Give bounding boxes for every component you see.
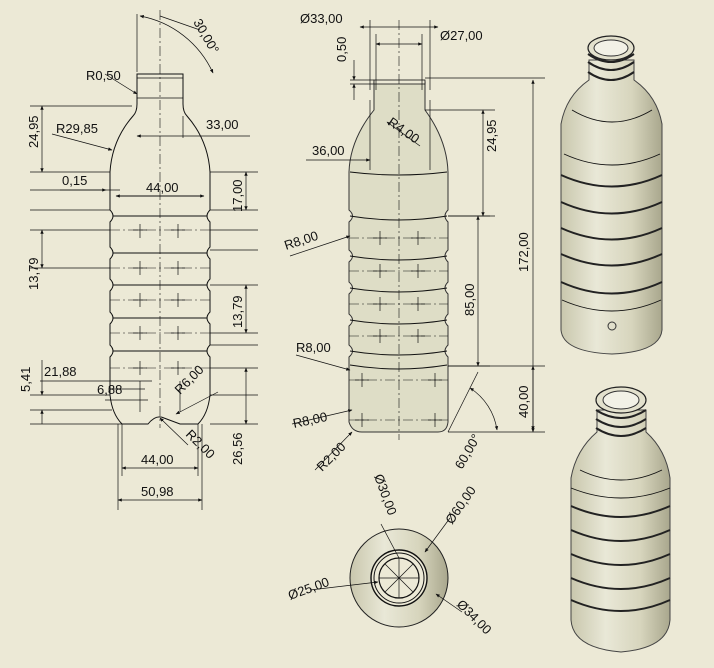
dim-r-lip: R0,50 <box>86 68 121 83</box>
dim-d-thread: Ø27,00 <box>440 28 483 43</box>
dim-h-base: 5,41 <box>18 367 33 392</box>
dim-w-shoulder: 36,00 <box>312 143 345 158</box>
dim-d-neck: Ø25,00 <box>286 574 331 603</box>
dim-w-neck: 33,00 <box>206 117 239 132</box>
dim-w-body: 44,00 <box>146 180 179 195</box>
dim-h-rib-right: 13,79 <box>230 295 245 328</box>
dim-r-base: R2,00 <box>183 427 218 462</box>
dim-d-mid: Ø34,00 <box>454 597 495 638</box>
dim-r-shoulder: R29,85 <box>56 121 98 136</box>
dim-w-base: 44,00 <box>141 452 174 467</box>
dim-r-rib-2: R8,00 <box>296 340 331 355</box>
dim-d-inner: Ø30,00 <box>371 472 400 517</box>
dim-lip-thk: 0,50 <box>334 37 349 62</box>
front-bottle-outline <box>109 73 211 425</box>
dim-r-rib-1: R8,00 <box>282 228 320 253</box>
dim-gap: 0,15 <box>62 173 87 188</box>
dim-h-ribs: 85,00 <box>462 283 477 316</box>
dim-r-foot: R6,00 <box>172 362 207 397</box>
bottom-view: Ø30,00 Ø60,00 Ø25,00 Ø34,00 <box>286 472 495 637</box>
dim-d-cap: Ø33,00 <box>300 11 343 26</box>
section-bottle-body <box>348 81 449 433</box>
section-view: Ø33,00 0,50 Ø27,00 R4,00 36,00 24,95 172… <box>282 11 545 474</box>
dim-h-bottom: 26,56 <box>230 432 245 465</box>
dim-w-total: 50,98 <box>141 484 174 499</box>
dim-w-foot: 21,88 <box>44 364 77 379</box>
dim-r-bottom-2: R2,00 <box>314 439 349 474</box>
iso-bottle-render-bottom <box>570 386 671 653</box>
iso-bottle-render-top <box>560 35 663 355</box>
dim-h-rib-left: 13,79 <box>26 257 41 290</box>
dim-h-shoulder: 24,95 <box>26 115 41 148</box>
dim-h-shoulder-sec: 24,95 <box>484 119 499 152</box>
dim-angle-bottom: 60,00° <box>452 431 484 471</box>
front-view: 30,00° R0,50 R29,85 24,95 33,00 0,15 44,… <box>18 10 258 510</box>
dim-h-total: 172,00 <box>516 232 531 272</box>
dim-angle-top: 30,00° <box>190 16 222 56</box>
dim-h-upper: 17,00 <box>230 179 245 212</box>
dim-w-foot-inner: 6,88 <box>97 382 122 397</box>
dim-r-bottom-1: R8,00 <box>292 409 329 431</box>
dim-h-bottom-sec: 40,00 <box>516 385 531 418</box>
dim-d-outer: Ø60,00 <box>442 483 479 527</box>
